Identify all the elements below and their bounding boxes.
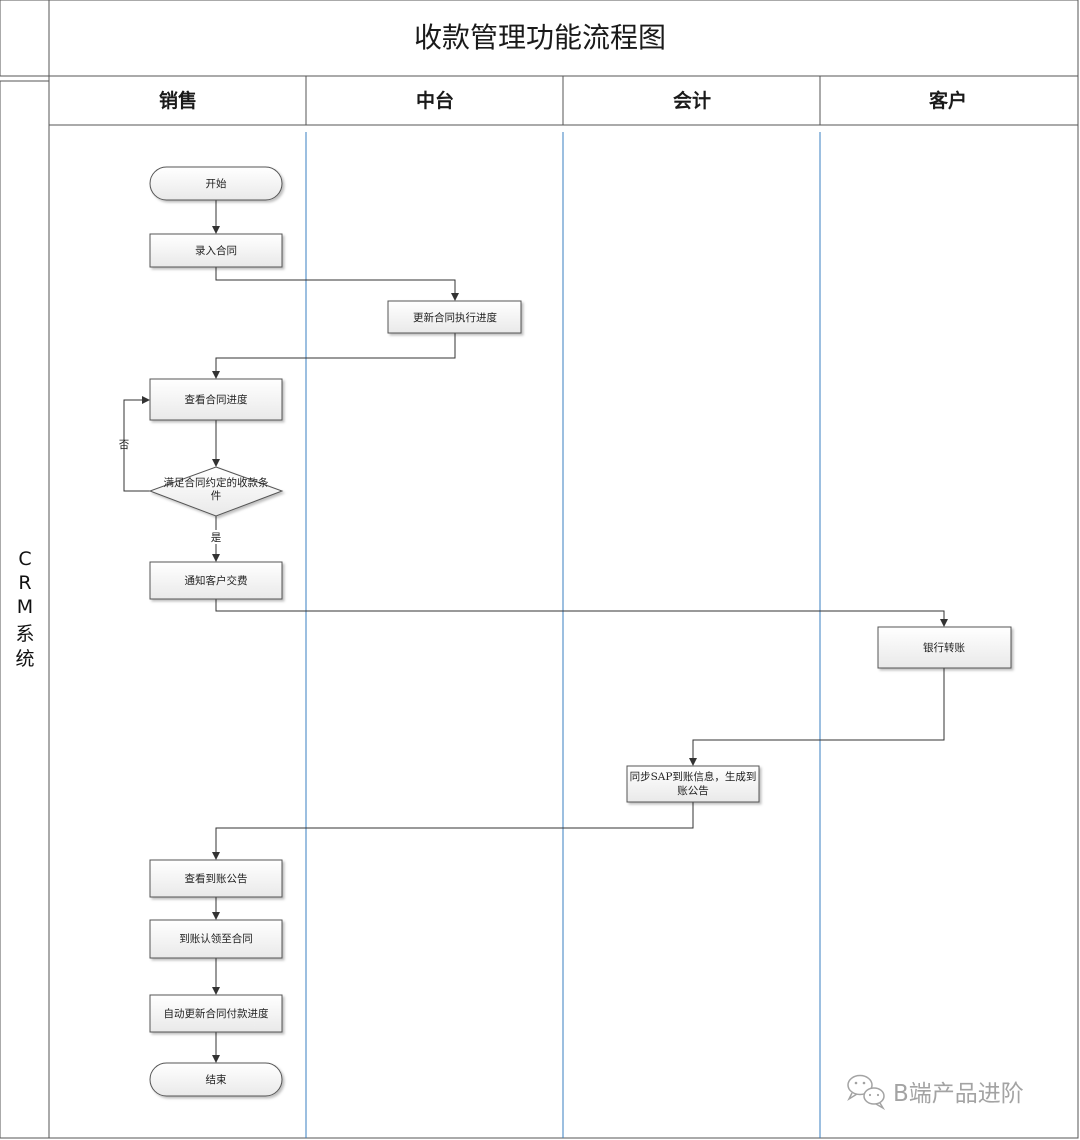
system-label-char: R — [18, 572, 31, 594]
node-auto-update: 自动更新合同付款进度 — [149, 994, 283, 1033]
wechat-icon — [847, 1074, 886, 1111]
watermark-text: B端产品进阶 — [893, 1081, 1024, 1107]
node-auto-update-label: 自动更新合同付款进度 — [164, 1007, 269, 1020]
node-condition-label-line2: 件 — [211, 490, 222, 502]
watermark: B端产品进阶 — [847, 1074, 1024, 1111]
node-enter-contract-label: 录入合同 — [195, 244, 237, 257]
edge-label-no: 否 — [119, 439, 130, 451]
edge-notify-to-bank — [215, 599, 948, 627]
node-sync-sap: 同步SAP到账信息，生成到 账公告 — [626, 765, 760, 803]
lane-header-middle-office: 中台 — [416, 89, 454, 112]
node-bank-transfer-label: 银行转账 — [923, 641, 965, 654]
diagram-title: 收款管理功能流程图 — [414, 21, 666, 54]
node-view-notice-label: 查看到账公告 — [185, 872, 248, 885]
lane-header-customer: 客户 — [929, 89, 967, 112]
node-end-label: 结束 — [206, 1073, 227, 1086]
node-update-progress: 更新合同执行进度 — [387, 300, 522, 334]
node-notify-customer-label: 通知客户交费 — [185, 574, 248, 587]
node-claim-label: 到账认领至合同 — [179, 932, 253, 945]
edge-enter-to-update — [215, 267, 459, 301]
node-claim: 到账认领至合同 — [149, 919, 283, 959]
title-frame — [0, 0, 1079, 77]
node-condition: 满足合同约定的收款条 件 — [148, 466, 284, 517]
lane-header-accounting: 会计 — [673, 89, 711, 112]
node-view-notice: 查看到账公告 — [149, 859, 283, 898]
node-start: 开始 — [149, 166, 283, 201]
node-view-progress-label: 查看合同进度 — [185, 393, 248, 406]
system-label: C R M 系 统 — [15, 548, 34, 670]
edge-bank-to-sync — [689, 668, 945, 766]
system-label-char: 统 — [15, 648, 34, 670]
node-sync-sap-label-line2: 账公告 — [677, 784, 709, 797]
node-update-progress-label: 更新合同执行进度 — [413, 311, 497, 324]
node-condition-label-line1: 满足合同约定的收款条 — [164, 476, 269, 489]
edge-label-yes: 是 — [211, 532, 222, 544]
edge-sync-to-notice — [212, 802, 694, 860]
node-bank-transfer: 银行转账 — [877, 626, 1012, 669]
node-notify-customer: 通知客户交费 — [149, 561, 283, 600]
edge-update-to-view — [212, 333, 456, 379]
system-label-char: M — [17, 596, 33, 618]
lane-header-sales: 销售 — [159, 89, 197, 112]
node-start-label: 开始 — [206, 177, 227, 190]
node-end: 结束 — [149, 1062, 283, 1097]
node-sync-sap-label-line1: 同步SAP到账信息，生成到 — [630, 770, 757, 783]
node-enter-contract: 录入合同 — [149, 233, 283, 268]
node-view-progress: 查看合同进度 — [149, 378, 283, 421]
edge-condition-no — [123, 396, 150, 492]
system-label-char: C — [18, 548, 31, 570]
connectors — [123, 200, 948, 1063]
system-label-char: 系 — [15, 623, 34, 645]
